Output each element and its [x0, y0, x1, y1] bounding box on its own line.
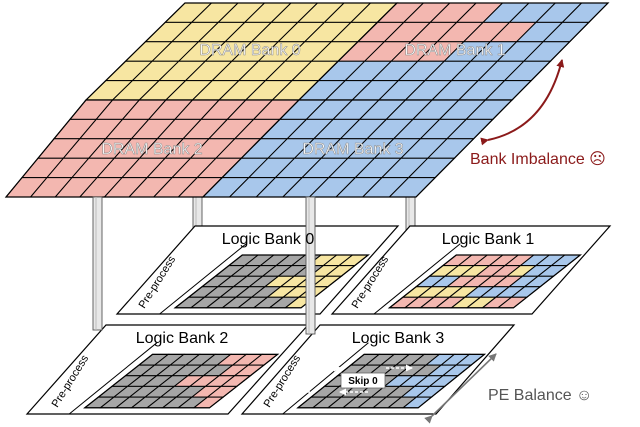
pe-array-grid — [173, 254, 370, 309]
tsv-pillars-front — [92, 196, 316, 335]
tsv-pillar — [92, 196, 103, 331]
curved-double-arrow-icon — [480, 59, 565, 146]
pe-balance-annotation: PE Balance ☺ — [424, 353, 592, 424]
logic-bank-0-label: Logic Bank 0 — [222, 231, 315, 248]
preprocess-divider — [282, 342, 369, 415]
grid-border — [201, 99, 514, 198]
pe-array-grid — [387, 254, 583, 309]
logic-bank-layer — [25, 225, 612, 415]
pe-balance-label: PE Balance ☺ — [488, 387, 592, 404]
grid-border — [173, 254, 370, 309]
tsv-pillar — [305, 196, 316, 335]
dram-bank-2-grid — [4, 99, 301, 198]
dram-bank-1-label: DRAM Bank 1 — [404, 42, 505, 59]
logic-bank-2-label: Logic Bank 2 — [136, 330, 229, 347]
dram-bank-3-label: DRAM Bank 3 — [302, 141, 403, 158]
diagonal-double-arrow-icon — [424, 353, 497, 424]
dram-bank-2-label: DRAM Bank 2 — [101, 141, 202, 158]
dram-bank-layer — [4, 2, 610, 198]
preprocess-divider — [373, 243, 461, 315]
preprocess-divider — [159, 243, 247, 315]
dram-bank-0-grid — [84, 2, 399, 101]
pillar-body — [305, 196, 316, 335]
preprocess-divider — [68, 342, 158, 415]
grid-border — [387, 254, 583, 309]
pillar-body — [92, 196, 103, 331]
logic-bank-1-label: Logic Bank 1 — [442, 231, 535, 248]
logic-bank-3-label: Logic Bank 3 — [352, 330, 445, 347]
bank-imbalance-annotation: Bank Imbalance ☹ — [470, 59, 606, 168]
bank-imbalance-label: Bank Imbalance ☹ — [470, 151, 606, 168]
logic-bank-2 — [25, 324, 310, 415]
skip-annotation: Skip 0 — [287, 364, 413, 396]
logic-bank-1 — [330, 225, 612, 315]
dram-bank-1-grid — [297, 2, 610, 101]
logic-bank-0 — [115, 225, 400, 315]
dram-bank-0-label: DRAM Bank 0 — [199, 42, 300, 59]
grid-border — [83, 353, 280, 409]
skip-box — [340, 372, 386, 389]
dram-bank-3-grid — [201, 99, 514, 198]
skip-label: Skip 0 — [348, 376, 378, 387]
pe-array-grid — [83, 353, 280, 409]
